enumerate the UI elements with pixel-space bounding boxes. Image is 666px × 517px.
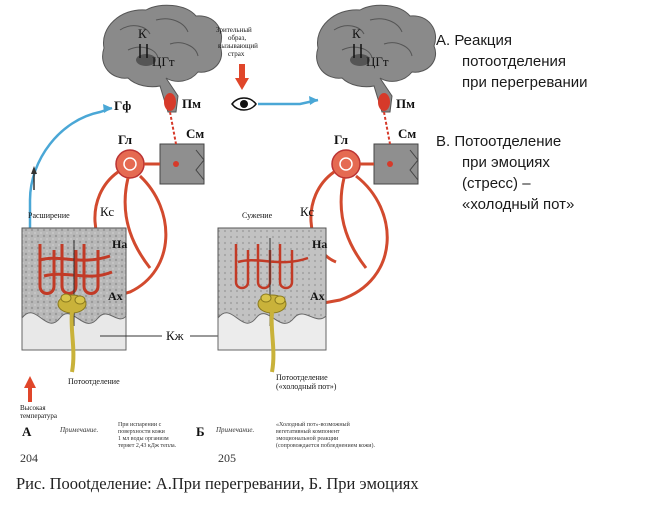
page-number-right: 205	[218, 451, 236, 465]
note-label-right: Примечание.	[215, 426, 254, 434]
note-left-line-2: поверхности кожи	[118, 429, 166, 435]
visual-afferent	[258, 98, 319, 106]
label-temp1: Высокая	[20, 404, 46, 412]
note-right-line-1: «Холодный пот»-возможный	[276, 421, 351, 428]
side-note-b-line: «холодный пот»	[462, 196, 575, 213]
visual-label-3: вызывающий	[218, 42, 258, 50]
label-vessel-right: Сужение	[242, 211, 273, 220]
visual-label-4: страх	[228, 50, 245, 58]
label-temp2: температура	[20, 412, 58, 420]
afferent-nerve-left	[28, 106, 113, 344]
note-left-line-4: теряет 2,43 кДж тепла.	[118, 443, 177, 449]
label-kzh: Кж	[166, 328, 185, 343]
label-sm-right: См	[398, 126, 416, 141]
efferent-nerve-left-3	[101, 174, 168, 302]
label-sm-left: См	[186, 126, 204, 141]
label-ah-right: Ах	[310, 289, 325, 303]
page-number-left: 204	[20, 451, 38, 465]
side-note-a-line: потоотделения	[462, 53, 567, 70]
side-note-b-line: (стресс) –	[462, 175, 531, 192]
label-vessel-left: Расширение	[28, 211, 70, 220]
note-right-line-4: (сопровождается побледнением кожи).	[276, 442, 375, 449]
label-gl-left: Гл	[118, 132, 132, 147]
label-sweat-left: Потоотделение	[68, 377, 120, 386]
panel-letter-b: Б	[196, 424, 205, 439]
side-note-a-line: А. Реакция	[436, 32, 513, 49]
label-gl-right: Гл	[334, 132, 348, 147]
sweat-gland-left	[57, 293, 87, 373]
figure-caption: Рис. Поootделение: А.При перегревании, Б…	[16, 474, 419, 493]
sweat-gland-right	[257, 293, 287, 373]
label-sweat-right-1: Потоотделение	[276, 373, 328, 382]
eye-icon	[231, 97, 257, 111]
visual-label-2: образ,	[228, 34, 246, 42]
note-label-left: Примечание.	[59, 426, 98, 434]
heat-arrow-icon	[24, 376, 36, 402]
visual-label-1: Зрительный	[216, 26, 252, 34]
label-cgt-right: ЦГт	[366, 54, 389, 69]
label-k-right: К	[352, 26, 361, 41]
spinal-segment-left	[159, 143, 205, 185]
note-left-line-3: 1 мл воды организм	[118, 436, 169, 442]
label-ks-left: Кс	[100, 204, 114, 219]
label-pm-left: Пм	[182, 96, 201, 111]
label-sweat-right-2: («холодный пот»)	[276, 382, 337, 391]
spinal-segment-right	[373, 143, 419, 185]
label-ks-right: Кс	[300, 204, 314, 219]
label-cgt-left: ЦГт	[152, 54, 175, 69]
medulla-dot-left	[164, 93, 176, 111]
panel-letter-a: А	[22, 424, 32, 439]
panel-b: Зрительный образ, вызывающий страх К ЦГт…	[196, 4, 436, 465]
vessel-network-left	[38, 244, 113, 295]
side-note-b: В. Потоотделение при эмоциях (стресс) – …	[436, 131, 574, 215]
label-ah-left: Ах	[108, 289, 123, 303]
label-na-left: На	[112, 237, 127, 251]
efferent-nerve-right-3	[317, 174, 389, 306]
stimulus-arrow-icon	[235, 64, 249, 90]
label-na-right: На	[312, 237, 327, 251]
side-note-a: А. Реакция потоотделения при перегревани…	[436, 30, 588, 93]
medulla-dot-right	[378, 93, 390, 111]
efferent-nerve-right-2	[339, 177, 368, 269]
brain-right	[316, 4, 436, 113]
efferent-nerve-right-1	[309, 170, 337, 264]
side-note-b-line: при эмоциях	[462, 154, 550, 171]
ganglion-left	[115, 149, 145, 179]
note-right-line-3: эмоциональной реакции	[276, 435, 339, 442]
label-k-left: К	[138, 26, 147, 41]
brain-left	[102, 4, 222, 113]
panel-a: К ЦГт Гф Пм См Гл	[20, 4, 222, 465]
side-note-b-line: В. Потоотделение	[436, 133, 562, 150]
efferent-nerve-left-2	[123, 177, 152, 269]
ganglion-right	[331, 149, 361, 179]
side-note-a-line: при перегревании	[462, 74, 588, 91]
label-pm-right: Пм	[396, 96, 415, 111]
label-gf-left: Гф	[114, 98, 131, 113]
note-left-line-1: При испарении с	[118, 422, 162, 428]
note-right-line-2: вегетативный компонент	[276, 428, 340, 435]
